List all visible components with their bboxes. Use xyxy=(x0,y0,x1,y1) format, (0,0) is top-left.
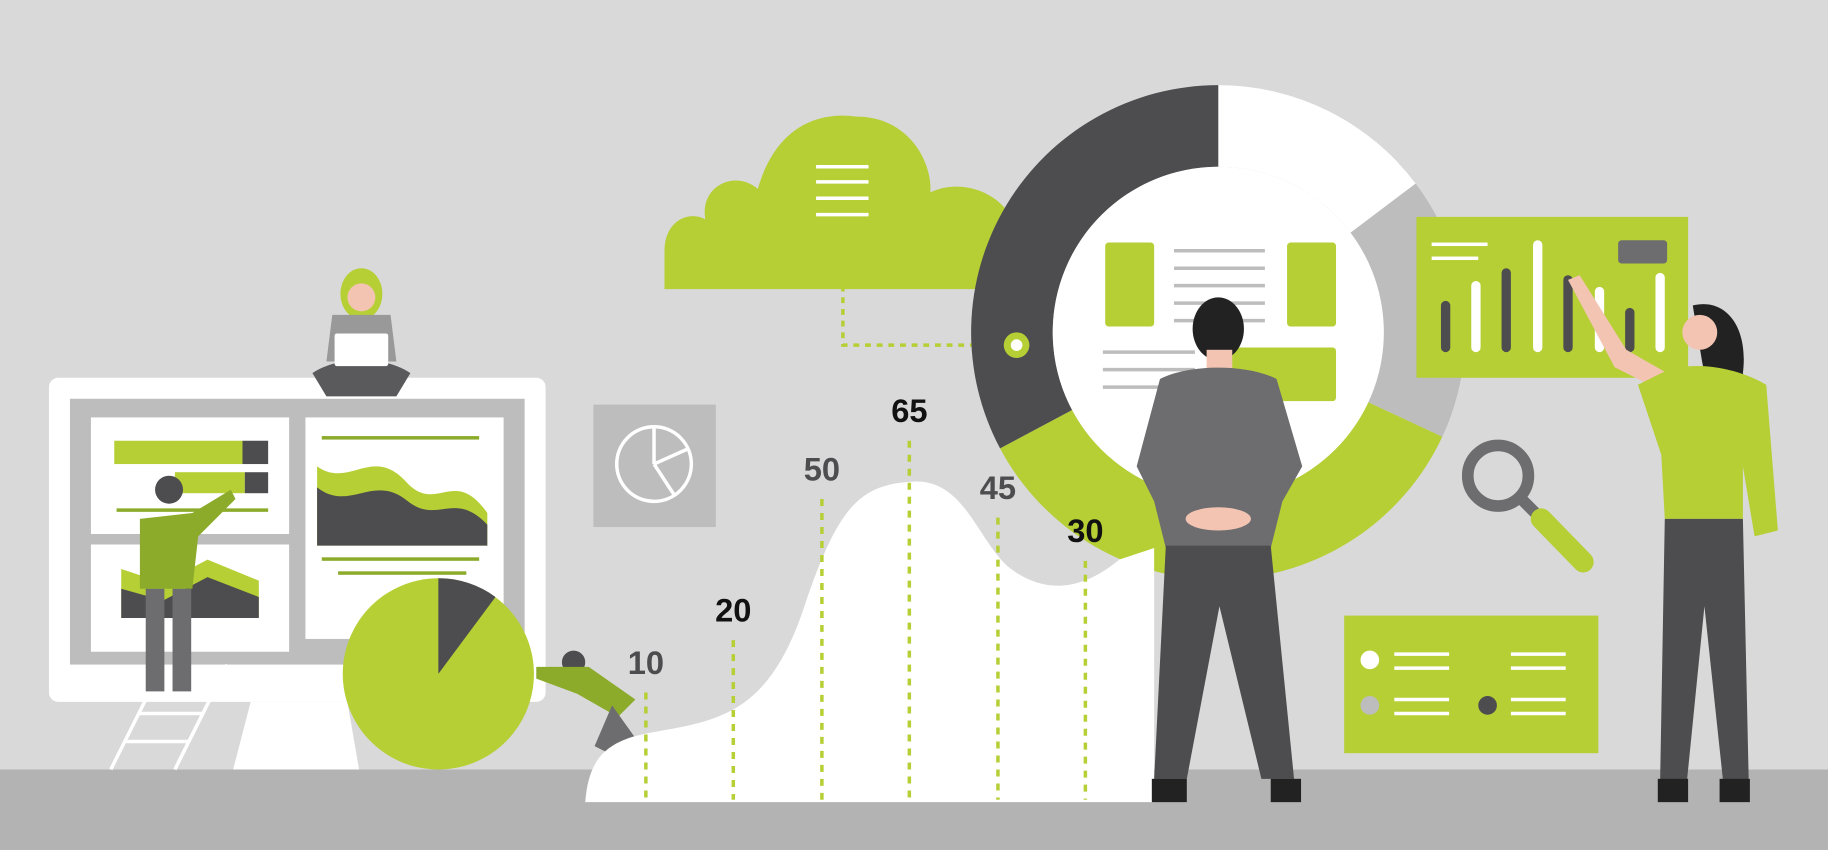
pie-chart-ball xyxy=(342,578,534,770)
person-with-laptop xyxy=(312,268,411,397)
chart-value-label: 45 xyxy=(980,469,1016,506)
donut-segment-dark xyxy=(971,85,1219,449)
chart-value-label: 20 xyxy=(715,591,751,628)
legend-card xyxy=(1344,615,1599,754)
connector-node-center xyxy=(1010,339,1023,351)
person-standing xyxy=(1136,297,1303,803)
chart-value-label: 30 xyxy=(1067,512,1103,549)
magnifier-icon xyxy=(1461,439,1594,573)
person-pointing xyxy=(1568,275,1778,803)
chart-value-label: 10 xyxy=(628,644,664,681)
donut-segment-white xyxy=(1218,85,1416,233)
distribution-chart: 10 20 50 65 45 30 xyxy=(585,392,1155,803)
document-lines-icon xyxy=(816,165,869,217)
chart-value-label: 50 xyxy=(804,450,840,487)
cloud xyxy=(664,115,1021,347)
donut-segment-green xyxy=(1000,402,1443,580)
chart-value-label: 65 xyxy=(891,392,927,429)
pie-chart-tile xyxy=(593,404,716,528)
bar-chart-board xyxy=(1416,216,1689,378)
person-on-ladder xyxy=(139,475,236,692)
